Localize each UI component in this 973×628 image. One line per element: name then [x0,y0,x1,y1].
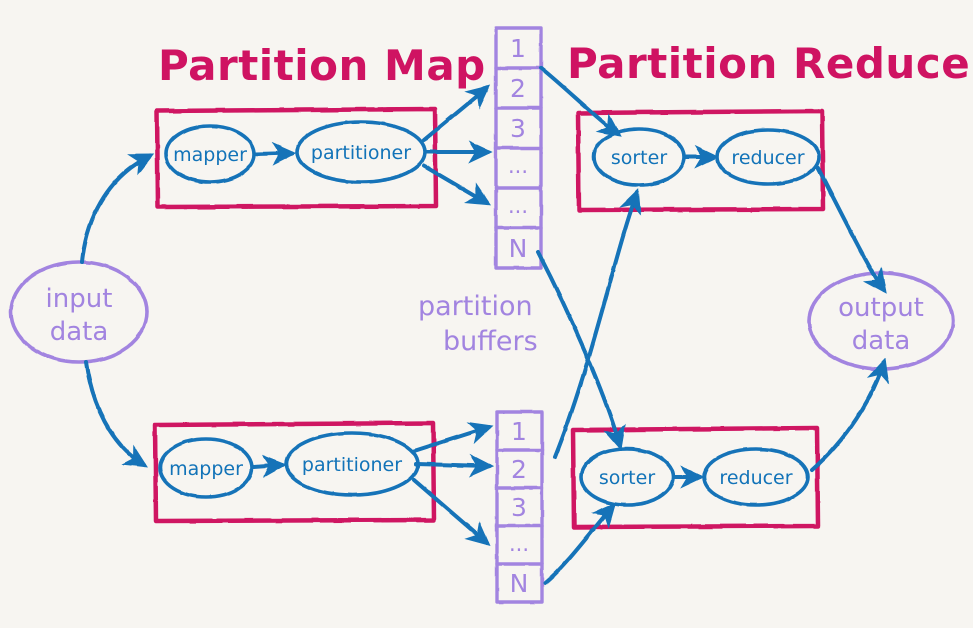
buffer-bottom-cell-3: 3 [511,493,527,522]
buffer-top-cell-1: 1 [510,34,526,63]
arrow-input-to-map-top [80,153,155,264]
sorter-label-top: sorter [611,147,667,169]
map-box-top [154,106,439,210]
buffer-top-cell-3: 3 [510,114,526,143]
arrow-partitioner-top-to-buffer-3 [422,164,492,206]
buffer-top-cell-4: ... [508,154,528,178]
sorter-label-bottom: sorter [599,467,655,489]
title-partition-reduce: Partition Reduce [567,39,970,88]
title-partition-map: Partition Map [158,41,486,90]
arrow-input-to-map-bottom [84,360,148,468]
buffer-bottom-cell-2: 2 [511,455,527,484]
arrow-reduce-top-to-output [816,166,887,294]
buffer-bottom-cell-4: ... [509,532,529,556]
partitioner-label-top: partitioner [311,142,411,164]
reducer-label-bottom: reducer [719,467,792,489]
buffer-top-labels: 1 2 3 ... ... N [508,34,528,263]
partition-buffer-bottom [495,410,544,604]
arrow-buffer-top-to-sorter-bottom [536,250,626,451]
map-box-bottom [152,420,437,524]
arrow-mapper-to-partitioner-bottom [252,454,287,479]
arrow-partitioner-bottom-to-buffer-3 [412,478,491,547]
mapper-ellipse-bottom [158,437,254,499]
buffer-top-cell-2: 2 [510,74,526,103]
output-data-line1: output [838,293,924,323]
buffer-top-cell-6: N [509,234,528,263]
reducer-label-top: reducer [731,147,804,169]
arrow-buffer-bottom-to-sorter-bottom [543,502,617,585]
arrow-partitioner-top-to-buffer-1 [422,85,491,142]
arrow-mapper-to-partitioner-top [254,141,297,166]
reduce-box-bottom [570,425,821,530]
arrow-buffer-bottom-to-sorter-top [553,188,642,459]
partitioner-label-bottom: partitioner [302,454,402,476]
buffer-top-cell-5: ... [508,194,528,218]
partition-buffers-caption: partition buffers [418,291,538,357]
buffer-bottom-labels: 1 2 3 ... N [509,417,529,598]
arrow-reduce-bottom-to-output [810,357,890,472]
input-data-ellipse [9,260,149,364]
mapper-label-top: mapper [173,144,247,166]
mapper-label-bottom: mapper [169,458,243,480]
partition-buffer-top [494,26,543,270]
arrow-buffer-top-to-sorter-top [539,66,622,137]
buffer-bottom-cell-5: N [510,569,529,598]
input-data-line2: data [50,317,109,347]
arrow-partitioner-bottom-to-buffer-1 [412,421,494,453]
partition-buffers-line2: buffers [443,326,538,357]
arrow-partitioner-bottom-to-buffer-2 [414,453,494,478]
partition-buffers-line1: partition [418,291,533,322]
buffer-bottom-cell-1: 1 [511,417,527,446]
output-data-line2: data [852,326,911,356]
reduce-box-top [575,108,826,213]
input-data-line1: input [46,284,113,314]
